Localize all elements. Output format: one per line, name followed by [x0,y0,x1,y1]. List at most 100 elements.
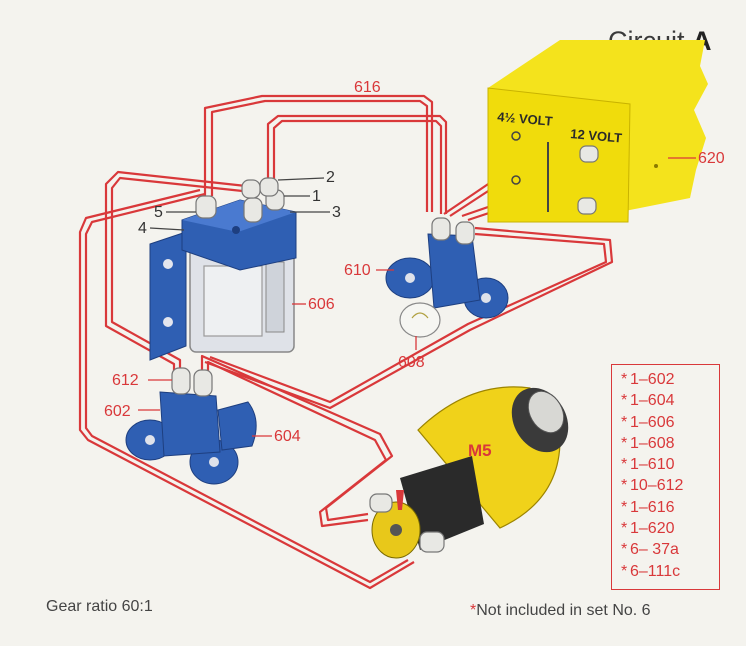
parts-list-item: *1–616 [612,497,719,518]
wire-term2-outer [266,114,448,214]
relay-terminal-5 [195,195,217,219]
motor-gearbox [400,456,484,550]
parts-star: * [621,477,628,495]
relay-plate-hole-bottom [163,317,173,327]
lamp-terminal-left [431,217,451,241]
relay-coil [203,265,263,337]
callout-610: 610 [344,262,371,279]
wire-610-loop-a [204,226,614,410]
callout-terminal-5: 5 [154,204,163,221]
battery-mark-lower [511,175,521,185]
callout-616: 616 [354,79,381,96]
motor-m5 [369,386,569,559]
callout-602: 602 [104,403,131,420]
parts-list-item: *6–111c [612,561,719,582]
parts-star: * [621,456,628,474]
parts-star: * [621,413,628,431]
parts-text: 1–616 [630,498,675,516]
parts-star: * [621,562,628,580]
gear-ratio-note: Gear ratio 60:1 [46,598,153,615]
note-star: * [470,602,477,619]
parts-text: 1–602 [630,371,675,388]
leaders [138,157,696,437]
relay-cap-hole [232,226,240,234]
callout-terminal-4: 4 [138,220,147,237]
parts-star: * [621,392,628,410]
relay-terminal-2 [259,177,279,197]
lamp-holder-610 [385,217,509,338]
motor-label: M5 [468,441,492,460]
battery-right-label: 12 VOLT [570,126,623,145]
callout-terminal-3: 3 [332,204,341,221]
switch-arm-604 [217,401,257,451]
motor-pointer [396,490,404,510]
parts-list-item: *1–610 [612,454,719,475]
lamp-terminal-right [455,221,475,245]
parts-list-item: *1–608 [612,433,719,454]
parts-star: * [621,371,628,388]
switch-hole-left [145,435,155,445]
callout-612: 612 [112,372,139,389]
battery-front-face [487,87,631,223]
relay-mount-plate [149,231,187,361]
parts-text: 1–606 [630,413,675,431]
switch-terminal-left [171,367,191,395]
parts-star: * [621,541,628,559]
parts-list-item: *1–602 [612,369,719,390]
callout-620: 620 [698,150,725,167]
parts-text: 1–608 [630,434,675,452]
leader-t4 [149,227,185,231]
battery-620 [487,40,708,223]
parts-list-item: *1–620 [612,518,719,539]
relay-contact [265,261,285,333]
lamp-block [427,233,481,309]
motor-terminal-right [419,531,445,553]
callouts: 616 620 606 610 608 612 602 604 1 2 3 4 … [104,79,725,445]
switch-terminal-right [193,369,213,397]
parts-text: 6–111c [630,562,681,580]
parts-text: 6– 37a [630,541,679,559]
bulb-filament [411,312,429,319]
parts-star: * [621,520,628,538]
relay-plate-hole-top [163,259,173,269]
bulb-608 [399,302,441,338]
parts-text: 1–604 [630,392,675,410]
relay-606 [149,177,297,361]
wire-relay-612a [110,176,253,372]
parts-list-item: *1–606 [612,412,719,433]
motor-gear-hub [390,524,402,536]
relay-terminal-4 [243,197,263,223]
wire-term2-inner [272,119,443,214]
wire-relay-612b [104,170,247,372]
wire-616-inner [210,99,429,212]
note-text: Not included in set No. 6 [476,602,651,619]
wire-612-motor-b [200,354,394,522]
parts-list-item: *6– 37a [612,539,719,560]
relay-terminal-top [241,179,261,199]
switch-hole-right [209,457,219,467]
wire-left-loop-b [84,192,409,584]
battery-left-label: 4½ VOLT [497,109,554,129]
battery-terminal-top [579,145,599,163]
set-note: *Not included in set No. 6 [470,602,651,620]
battery-mark-upper [511,131,521,141]
switch-block [159,391,221,457]
battery-terminal-bottom [577,197,597,215]
lamp-base-hole-right [481,293,491,303]
parts-text: 1–610 [630,456,675,474]
callout-606: 606 [308,296,335,313]
parts-list-item: *10–612 [612,475,719,496]
battery-dot [654,164,658,168]
parts-list-item: *1–604 [612,390,719,411]
motor-terminal-left [369,493,393,513]
parts-text: 10–612 [630,477,684,495]
wire-left-loop-a [78,188,415,590]
callout-terminal-1: 1 [312,188,321,205]
leader-t2 [277,177,325,181]
motor-end-face [527,390,565,434]
wire-610-loop-b [209,232,608,404]
parts-text: 1–620 [630,520,675,538]
callout-608: 608 [398,354,425,371]
parts-star: * [621,498,628,516]
